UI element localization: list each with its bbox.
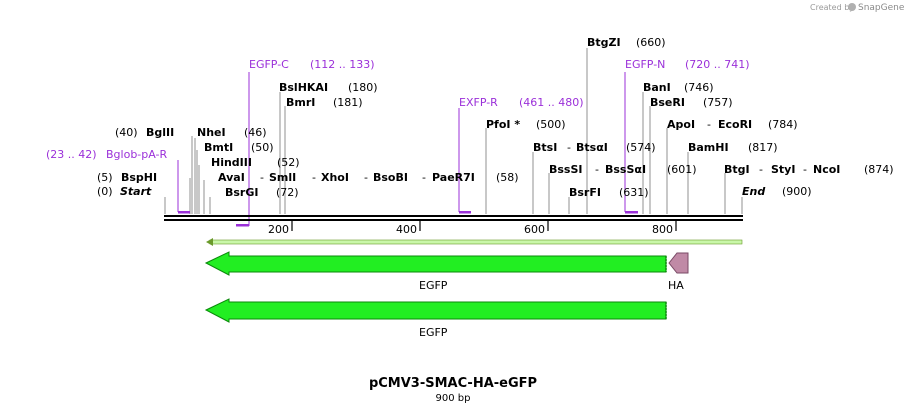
site-pos-bsphi: (5) [97,171,113,184]
site-pos-apoi-group: (784) [768,118,798,131]
end-label: End [742,185,765,198]
site-pos-nhei: (46) [244,126,267,139]
separator: - [260,171,264,184]
site-bglii[interactable]: BglII [146,126,174,139]
feature-egfp-1[interactable] [204,251,667,276]
snapgene-logo-icon [848,3,856,11]
separator: - [422,171,426,184]
site-hindiii[interactable]: HindIII [211,156,252,169]
feature-label-egfp-2: EGFP [419,326,448,339]
site-pos-bsrgi: (72) [276,186,299,199]
site-btsi[interactable]: BtsI [533,141,557,154]
site-pos-btgzi: (660) [636,36,666,49]
site-bsphi[interactable]: BspHI [121,171,157,184]
feature-label-ha: HA [668,279,684,292]
site-pos-bamhi: (817) [748,141,778,154]
site-btgzi[interactable]: BtgZI [587,36,621,49]
site-group-btgi[interactable]: BtgI - StyI - NcoI (874) [724,163,894,176]
site-xhoi[interactable]: XhoI [321,171,349,184]
site-leader-lines [164,48,743,214]
primer-egfp-c[interactable]: EGFP-C [249,58,289,71]
site-pos-bslhkai: (180) [348,81,378,94]
feature-label-egfp-1: EGFP [419,279,448,292]
separator: - [312,171,316,184]
map-title: pCMV3-SMAC-HA-eGFP [369,376,537,391]
site-pos-bsssi-group: (601) [667,163,697,176]
site-pos-ava-group: (58) [496,171,519,184]
feature-ha[interactable] [668,252,689,274]
ruler-tick-400: 400 [396,223,417,236]
site-pos-bmti: (50) [251,141,274,154]
site-paer7i[interactable]: PaeR7I [432,171,475,184]
site-btsai[interactable]: BtsαI [576,141,608,154]
site-bsobi[interactable]: BsoBI [373,171,408,184]
site-ncoi[interactable]: NcoI [813,163,840,176]
site-pos-bani: (746) [684,81,714,94]
orf-line [206,238,743,246]
separator: - [364,171,368,184]
site-pfoi[interactable]: PfoI * [486,118,520,131]
site-avai[interactable]: AvaI [218,171,245,184]
primer-range-egfp-n: (720 .. 741) [685,58,750,71]
ruler-tick-800: 800 [652,223,673,236]
ruler [291,221,677,231]
site-pos-bglii: (40) [115,126,138,139]
site-pos-bmri: (181) [333,96,363,109]
site-bamhi[interactable]: BamHI [688,141,729,154]
site-pos-btsi-group: (574) [626,141,656,154]
site-nhei[interactable]: NheI [197,126,226,139]
site-pos-pfoi: (500) [536,118,566,131]
primer-bglob-pa-r[interactable]: Bglob-pA-R [106,148,168,161]
site-bsssi[interactable]: BssSI [549,163,583,176]
credit-brand: SnapGene [858,3,905,13]
site-smli[interactable]: SmlI [269,171,296,184]
site-group-btsi[interactable]: BtsI - BtsαI (574) [533,141,656,154]
site-bslhkai[interactable]: BslHKAI [279,81,328,94]
site-bmti[interactable]: BmtI [204,141,233,154]
site-pos-hindiii: (52) [277,156,300,169]
site-ecori[interactable]: EcoRI [718,118,752,131]
site-btgi[interactable]: BtgI [724,163,750,176]
separator: - [595,163,599,176]
site-group-bsssi[interactable]: BssSI - BssSαI (601) [549,163,697,176]
separator: - [759,163,763,176]
map-length: 900 bp [436,393,471,404]
separator: - [803,163,807,176]
primer-range-egfp-c: (112 .. 133) [310,58,375,71]
primer-range-exfp-r: (461 .. 480) [519,96,584,109]
end-pos: (900) [782,185,812,198]
site-group-apoi[interactable]: ApoI - EcoRI (784) [667,118,798,131]
separator: - [567,141,571,154]
feature-egfp-2[interactable] [204,298,667,323]
site-bsrfi[interactable]: BsrFI [569,186,601,199]
site-apoi[interactable]: ApoI [667,118,695,131]
site-pos-bseri: (757) [703,96,733,109]
site-bani[interactable]: BanI [643,81,671,94]
start-label: Start [120,185,152,198]
ruler-tick-600: 600 [524,223,545,236]
backbone [164,215,743,221]
primer-exfp-r[interactable]: EXFP-R [459,96,498,109]
site-bseri[interactable]: BseRI [650,96,685,109]
separator: - [707,118,711,131]
site-bsssai[interactable]: BssSαI [605,163,646,176]
ruler-tick-200: 200 [268,223,289,236]
primer-range-bglob-pa-r: (23 .. 42) [46,148,97,161]
site-pos-btgi-group: (874) [864,163,894,176]
site-group-ava[interactable]: AvaI - SmlI - XhoI - BsoBI - PaeR7I (58) [218,171,519,184]
site-styi[interactable]: StyI [771,163,795,176]
site-bsrgi[interactable]: BsrGI [225,186,258,199]
site-bmri[interactable]: BmrI [286,96,315,109]
site-pos-bsrfi: (631) [619,186,649,199]
snapgene-credit: Created by SnapGene [810,3,905,13]
primer-egfp-n[interactable]: EGFP-N [625,58,665,71]
start-pos: (0) [97,185,113,198]
credit-prefix: Created by [810,3,854,12]
primer-bars [178,211,638,227]
